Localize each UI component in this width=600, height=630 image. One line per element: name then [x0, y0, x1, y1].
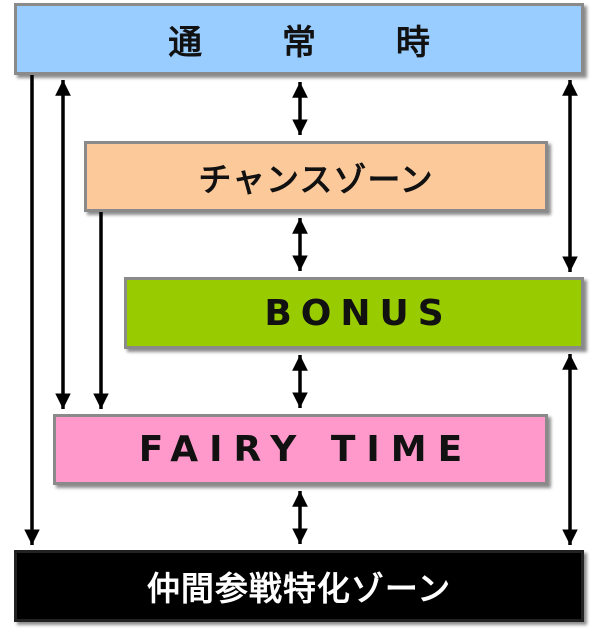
- node-fairy-time: FAIRY TIME: [53, 414, 548, 485]
- node-nakama-zone: 仲間参戦特化ゾーン: [14, 550, 584, 622]
- node-chance-zone: チャンスゾーン: [84, 141, 548, 212]
- node-normal: 通 常 時: [14, 3, 584, 75]
- node-bonus: BONUS: [124, 277, 584, 349]
